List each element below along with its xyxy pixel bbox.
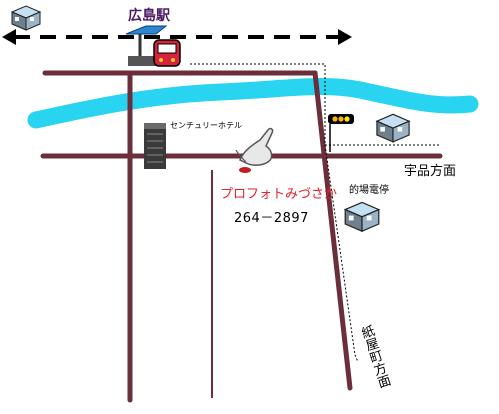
- shop-marker: [239, 167, 251, 173]
- phone-number-label: 264－2897: [234, 211, 309, 226]
- pointing-hand-icon: [235, 127, 274, 166]
- shop-name-label: プロフォトみづさか: [220, 187, 338, 202]
- traffic-signal-icon: [328, 114, 354, 152]
- road-east-diagonal: [312, 70, 353, 391]
- tram-stop-label: 的場電停: [349, 185, 389, 196]
- train-station-icon: [125, 25, 181, 67]
- double-arrow-icon: [2, 29, 352, 45]
- tram-icon: [375, 113, 411, 143]
- tram-lines: [190, 63, 440, 363]
- tram-icon: [10, 5, 42, 31]
- hotel-building-icon: [144, 123, 166, 169]
- station-label: 広島駅: [128, 8, 170, 24]
- river: [27, 78, 479, 129]
- hotel-label: センチュリーホテル: [170, 121, 242, 130]
- tram-icon: [343, 201, 381, 233]
- direction-ujina-label: 宇品方面: [404, 164, 457, 179]
